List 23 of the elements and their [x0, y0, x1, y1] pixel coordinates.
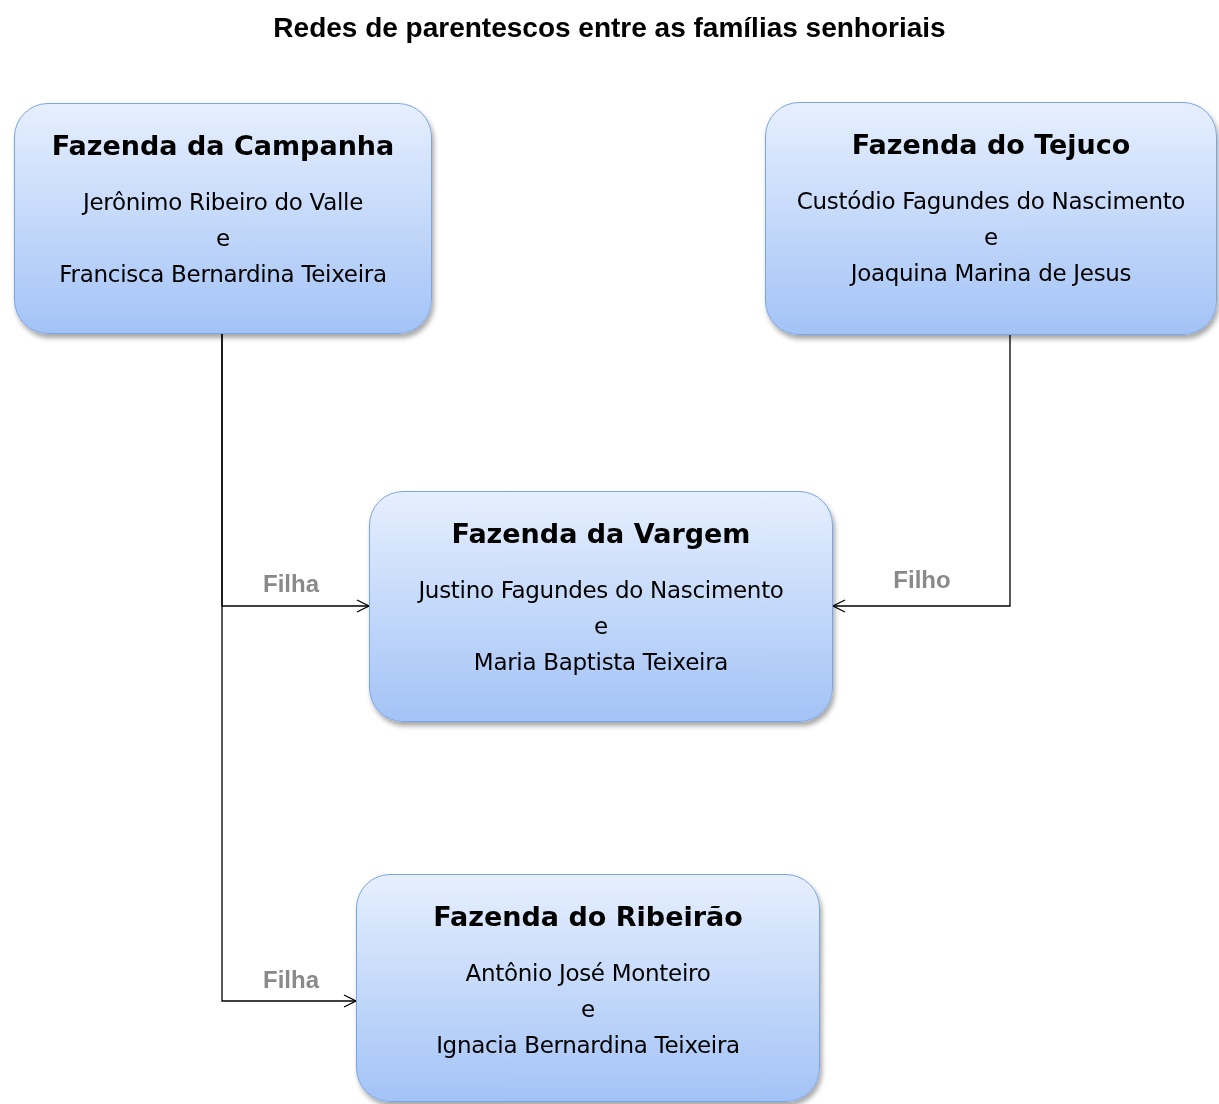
box-heading: Fazenda do Tejuco: [851, 131, 1131, 158]
box-text: Justino Fagundes do Nascimento: [418, 579, 784, 602]
box-text: Joaquina Marina de Jesus: [850, 262, 1132, 285]
box-text: e: [594, 615, 608, 638]
connector-arrow: [832, 334, 1011, 613]
family-box: [369, 491, 833, 722]
box-text: Jerônimo Ribeiro do Valle: [83, 191, 363, 214]
family-box: [356, 874, 820, 1102]
box-text: Custódio Fagundes do Nascimento: [796, 190, 1186, 213]
box-text: Francisca Bernardina Teixeira: [59, 263, 387, 286]
connector-arrow: [221, 333, 357, 1008]
box-text: Ignacia Bernardina Teixeira: [436, 1034, 740, 1057]
box-text: Maria Baptista Teixeira: [473, 651, 729, 674]
box-text: e: [216, 227, 230, 250]
box-text: e: [581, 998, 595, 1021]
family-box: [14, 103, 432, 334]
box-heading: Fazenda da Vargem: [451, 520, 751, 547]
box-heading: Fazenda do Ribeirão: [433, 903, 743, 930]
box-heading: Fazenda da Campanha: [51, 132, 395, 159]
box-text: e: [984, 226, 998, 249]
diagram-title: Redes de parentescos entre as famílias senhoriais: [272, 12, 947, 44]
box-text: Antônio José Monteiro: [465, 962, 711, 985]
family-box: [765, 102, 1217, 335]
